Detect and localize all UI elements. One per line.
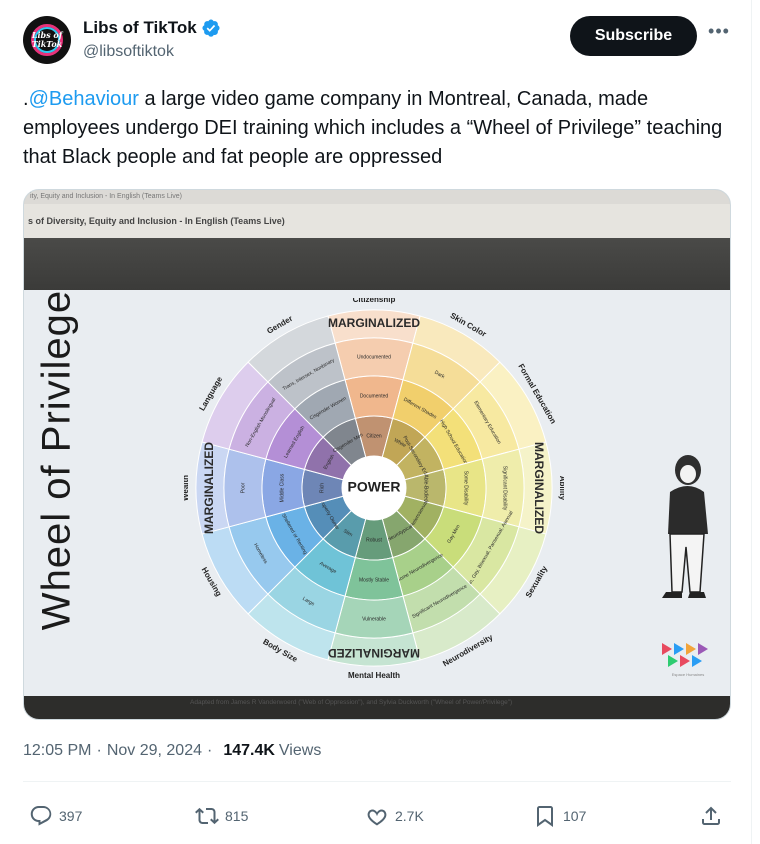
wheel-segment-label: Slim — [342, 528, 353, 538]
heart-icon — [367, 809, 387, 826]
wheel-segment-label: White — [393, 437, 407, 449]
wheel-segment-label: Able-Bodied — [423, 474, 429, 501]
bookmark-button[interactable]: 107 — [533, 800, 586, 832]
tweet-meta: 12:05 PM · Nov 29, 2024 · 147.4K Views — [23, 742, 321, 760]
avatar-text: Libs of TikTok — [31, 30, 63, 49]
tweet-date[interactable]: Nov 29, 2024 — [106, 742, 202, 759]
wheel-segment-label: Poor — [240, 482, 246, 493]
wheel-segment-label: Vulnerable — [362, 616, 386, 622]
wheel-segment-label: Large — [301, 596, 315, 608]
photo-dark-band — [24, 238, 730, 290]
wheel-marginalized-label: MARGINALIZED — [532, 442, 546, 534]
wheel-segment-label: Undocumented — [357, 354, 391, 360]
wheel-center-label: POWER — [348, 479, 401, 495]
reply-icon — [30, 806, 52, 826]
divider — [23, 781, 731, 782]
photo-title-bar: s of Diversity, Equity and Inclusion - I… — [24, 204, 730, 238]
share-icon — [702, 806, 720, 825]
wheel-marginalized-label: MARGINALIZED — [202, 442, 216, 534]
person-illustration — [662, 455, 708, 598]
wheel-segment-label: Some Disability — [463, 471, 469, 506]
reply-button[interactable]: 397 — [29, 800, 82, 832]
wheel-segment-label: Documented — [360, 393, 389, 399]
wheel-segment-label: Significant Disability — [502, 466, 508, 511]
wheel-segment-label: Dark — [433, 370, 446, 381]
subscribe-button[interactable]: Subscribe — [570, 16, 697, 56]
tweet-media-photo[interactable]: ity, Equity and Inclusion - In English (… — [23, 189, 731, 720]
wheel-segment-label: Middle Class — [279, 473, 285, 502]
wheel-segment-label: Citizen — [366, 433, 382, 439]
wheel-category-label: Wealth — [184, 475, 190, 501]
share-button[interactable] — [699, 800, 729, 832]
meta-separator: · — [207, 742, 213, 759]
reply-count: 397 — [59, 808, 83, 824]
name-row: Libs of TikTok — [83, 18, 221, 38]
display-name[interactable]: Libs of TikTok — [83, 18, 197, 37]
bookmark-icon — [537, 806, 553, 827]
wheel-category-label: Ability — [558, 476, 564, 501]
wheel-marginalized-label: MARGINALIZED — [328, 646, 420, 660]
tweet-header: Libs of TikTok Libs of TikTok @libsoftik… — [23, 14, 731, 70]
slide-footnote: Adapted from James R Vanderwoerd ("Web o… — [190, 699, 513, 706]
avatar-ring — [31, 24, 63, 56]
wheel-marginalized-label: MARGINALIZED — [328, 316, 420, 330]
meta-separator: · — [96, 742, 102, 759]
avatar-ring-inner — [34, 27, 60, 53]
tweet-text-body: a large video game company in Montreal, … — [23, 88, 723, 168]
wheel-segment-label: Mostly Stable — [359, 577, 389, 583]
wheel-center — [342, 456, 406, 520]
slide-title: Wheel of Privilege — [34, 289, 79, 631]
espace-humaines-logo: Espace Humaines — [662, 643, 708, 677]
bookmark-count: 107 — [563, 808, 587, 824]
repost-count: 815 — [225, 808, 249, 824]
mention-link[interactable]: @Behaviour — [28, 88, 139, 110]
wheel-category-label: Mental Health — [348, 671, 400, 678]
like-count: 2.7K — [395, 808, 424, 824]
tweet-time[interactable]: 12:05 PM — [23, 742, 92, 759]
views-label: Views — [278, 742, 322, 759]
more-options-icon[interactable]: ••• — [708, 21, 730, 41]
verified-badge-icon[interactable] — [201, 18, 221, 38]
views-count: 147.4K — [223, 742, 275, 759]
handle[interactable]: @libsoftiktok — [83, 43, 174, 60]
tweet-text: .@Behaviour a large video game company i… — [23, 85, 723, 172]
tweet-text-prefix: . — [23, 88, 29, 110]
repost-icon — [195, 807, 219, 825]
like-button[interactable]: 2.7K — [365, 800, 424, 832]
wheel-category-label: Citizenship — [353, 298, 396, 304]
wheel-segment — [267, 342, 346, 410]
wheel-segment-label: Robust — [366, 537, 382, 543]
avatar[interactable]: Libs of TikTok — [23, 16, 71, 64]
logo-text: Espace Humaines — [672, 672, 704, 677]
photo-bottom-band — [24, 696, 730, 719]
repost-button[interactable]: 815 — [195, 800, 248, 832]
photo-top-bar: ity, Equity and Inclusion - In English (… — [24, 190, 730, 204]
tweet-actions: 397 815 2.7K 107 — [23, 800, 731, 832]
wheel-of-privilege-diagram: Citizen Documented Undocumented Citizenship… — [184, 298, 564, 678]
wheel-segment-label: Rich — [319, 483, 325, 493]
